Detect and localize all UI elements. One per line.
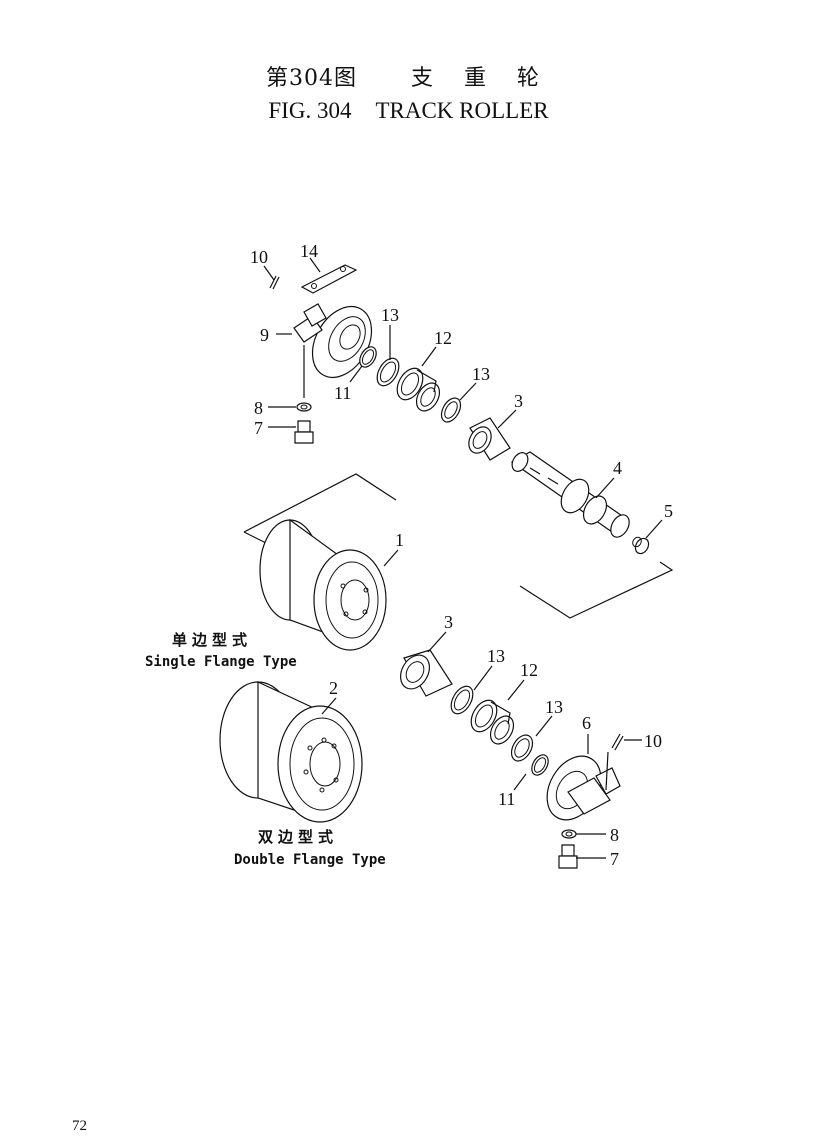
callout-7-upper: 7 [254, 418, 263, 438]
part-name-en: TRACK ROLLER [375, 98, 549, 123]
part-7-bolt-upper [294, 420, 314, 444]
part-13-oring-upper-a [376, 357, 400, 387]
callout-13-upper-a: 13 [381, 305, 399, 325]
part-5-plug [632, 536, 650, 555]
figure-number-en: FIG. 304 [268, 98, 352, 123]
part-8-washer-lower [561, 829, 577, 839]
part-13-oring-lower-a [450, 685, 474, 715]
callout-13-upper-b: 13 [472, 364, 490, 384]
callout-9: 9 [260, 325, 269, 345]
part-13-oring-upper-b [440, 397, 462, 423]
callout-8-upper: 8 [254, 398, 263, 418]
part-13-oring-lower-b [510, 734, 534, 762]
callout-2: 2 [329, 678, 338, 698]
part-12-seal-upper [396, 367, 441, 412]
part-3-bushing-upper [468, 417, 511, 461]
page-number: 72 [72, 1118, 87, 1134]
part-12-seal-lower [470, 699, 515, 745]
callout-10-upper: 10 [250, 247, 268, 267]
part-4-shaft [510, 451, 630, 538]
callout-10-lower: 10 [644, 731, 662, 751]
callout-6: 6 [582, 713, 591, 733]
caption-double-flange-en: Double Flange Type [234, 852, 386, 868]
callout-3-upper: 3 [514, 391, 523, 411]
callout-8-lower: 8 [610, 825, 619, 845]
part-9-collar [293, 303, 373, 378]
part-14-plate [300, 264, 358, 294]
group-bracket-lower [519, 561, 674, 619]
figure-number-cn: 第304图 [266, 66, 357, 91]
callout-3-lower: 3 [444, 612, 453, 632]
part-7-bolt-lower [558, 844, 578, 869]
figure-title-chinese: 第304图 支 重 轮 [0, 60, 817, 92]
callout-5: 5 [664, 501, 673, 521]
part-2-double-flange-roller [219, 681, 363, 823]
part-8-washer-upper [296, 402, 312, 412]
callout-1: 1 [395, 530, 404, 550]
part-11-ring-lower [531, 754, 549, 776]
leader-lines [263, 257, 663, 859]
callout-11-upper: 11 [334, 383, 351, 403]
caption-double-flange-cn: 双边型式 [258, 828, 338, 846]
part-1-single-flange-roller [259, 518, 387, 651]
callout-13-lower-a: 13 [487, 646, 505, 666]
part-10-pin-upper [269, 275, 280, 290]
part-name-cn: 支 重 轮 [411, 66, 551, 91]
callout-13-lower-b: 13 [545, 697, 563, 717]
callout-11-lower: 11 [498, 789, 515, 809]
figure-title-english: FIG. 304 TRACK ROLLER [0, 98, 817, 124]
callout-4: 4 [613, 458, 622, 478]
callout-12-lower: 12 [520, 660, 538, 680]
caption-single-flange-en: Single Flange Type [145, 654, 297, 670]
part-10-pin-lower [605, 733, 624, 791]
callout-7-lower: 7 [610, 849, 619, 869]
callout-12-upper: 12 [434, 328, 452, 348]
part-6-collar [546, 755, 621, 821]
group-bracket-upper [243, 473, 397, 533]
caption-single-flange-cn: 单边型式 [172, 631, 252, 649]
part-11-ring-upper [359, 346, 377, 368]
part-3-bushing-lower [399, 649, 453, 697]
callout-14: 14 [300, 241, 318, 261]
